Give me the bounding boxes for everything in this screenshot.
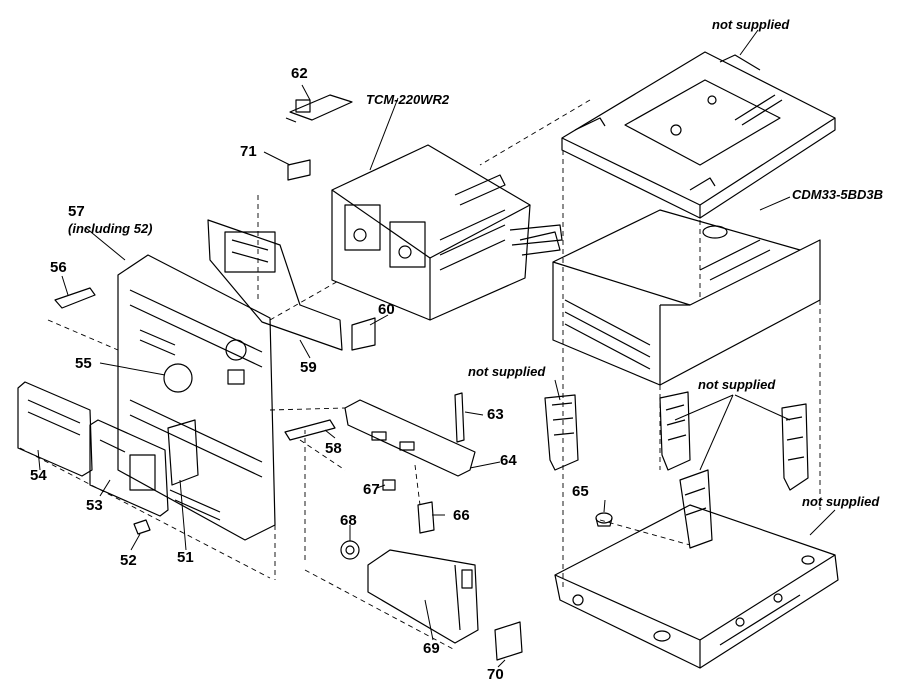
board-64 <box>344 399 476 477</box>
cassette-deck <box>331 144 563 321</box>
bottom-chassis <box>554 504 839 669</box>
side-brackets <box>544 391 809 549</box>
label-51: 51 <box>177 549 194 566</box>
part-51 <box>167 419 199 486</box>
cd-mechanism <box>519 209 821 386</box>
part-70 <box>494 621 523 661</box>
label-66: 66 <box>453 507 470 524</box>
part-66 <box>417 501 435 534</box>
alignment-lines-right <box>479 99 821 590</box>
part-63 <box>454 392 465 443</box>
label-54: 54 <box>30 467 47 484</box>
board-59 <box>207 219 343 351</box>
label-59: 59 <box>300 359 317 376</box>
label-68: 68 <box>340 512 357 529</box>
label-52: 52 <box>120 552 137 569</box>
label-67: 67 <box>363 481 380 498</box>
board-69 <box>367 549 479 644</box>
part-71 <box>287 159 311 181</box>
note-top-cover: not supplied <box>712 17 790 32</box>
label-55: 55 <box>75 355 92 372</box>
panel-54 <box>17 381 93 477</box>
label-71: 71 <box>240 143 257 160</box>
label-64: 64 <box>500 452 517 469</box>
label-57-note: (including 52) <box>68 221 153 236</box>
part-68 <box>340 540 360 560</box>
part-60 <box>351 317 376 351</box>
note-right-brackets: not supplied <box>698 377 776 392</box>
model-deck: TCM-220WR2 <box>366 92 450 107</box>
label-60: 60 <box>378 301 395 318</box>
leader-lines <box>37 29 836 668</box>
label-63: 63 <box>487 406 504 423</box>
label-62: 62 <box>291 65 308 82</box>
alignment-lines-left <box>19 195 456 651</box>
label-70: 70 <box>487 666 504 683</box>
note-bottom-chassis: not supplied <box>802 494 880 509</box>
label-57: 57 <box>68 203 85 220</box>
label-65: 65 <box>572 483 589 500</box>
label-53: 53 <box>86 497 103 514</box>
board-62 <box>285 94 353 123</box>
part-56 <box>54 287 96 309</box>
note-left-bracket: not supplied <box>468 364 546 379</box>
label-58: 58 <box>325 440 342 457</box>
foot-65 <box>595 512 613 527</box>
part-67 <box>382 479 396 491</box>
label-69: 69 <box>423 640 440 657</box>
model-cd: CDM33-5BD3B <box>792 187 884 202</box>
part-52 <box>133 519 151 535</box>
front-panel-57 <box>117 254 276 541</box>
part-58 <box>284 419 336 441</box>
cd-top-cover <box>561 51 836 219</box>
label-56: 56 <box>50 259 67 276</box>
panel-53 <box>89 419 169 517</box>
